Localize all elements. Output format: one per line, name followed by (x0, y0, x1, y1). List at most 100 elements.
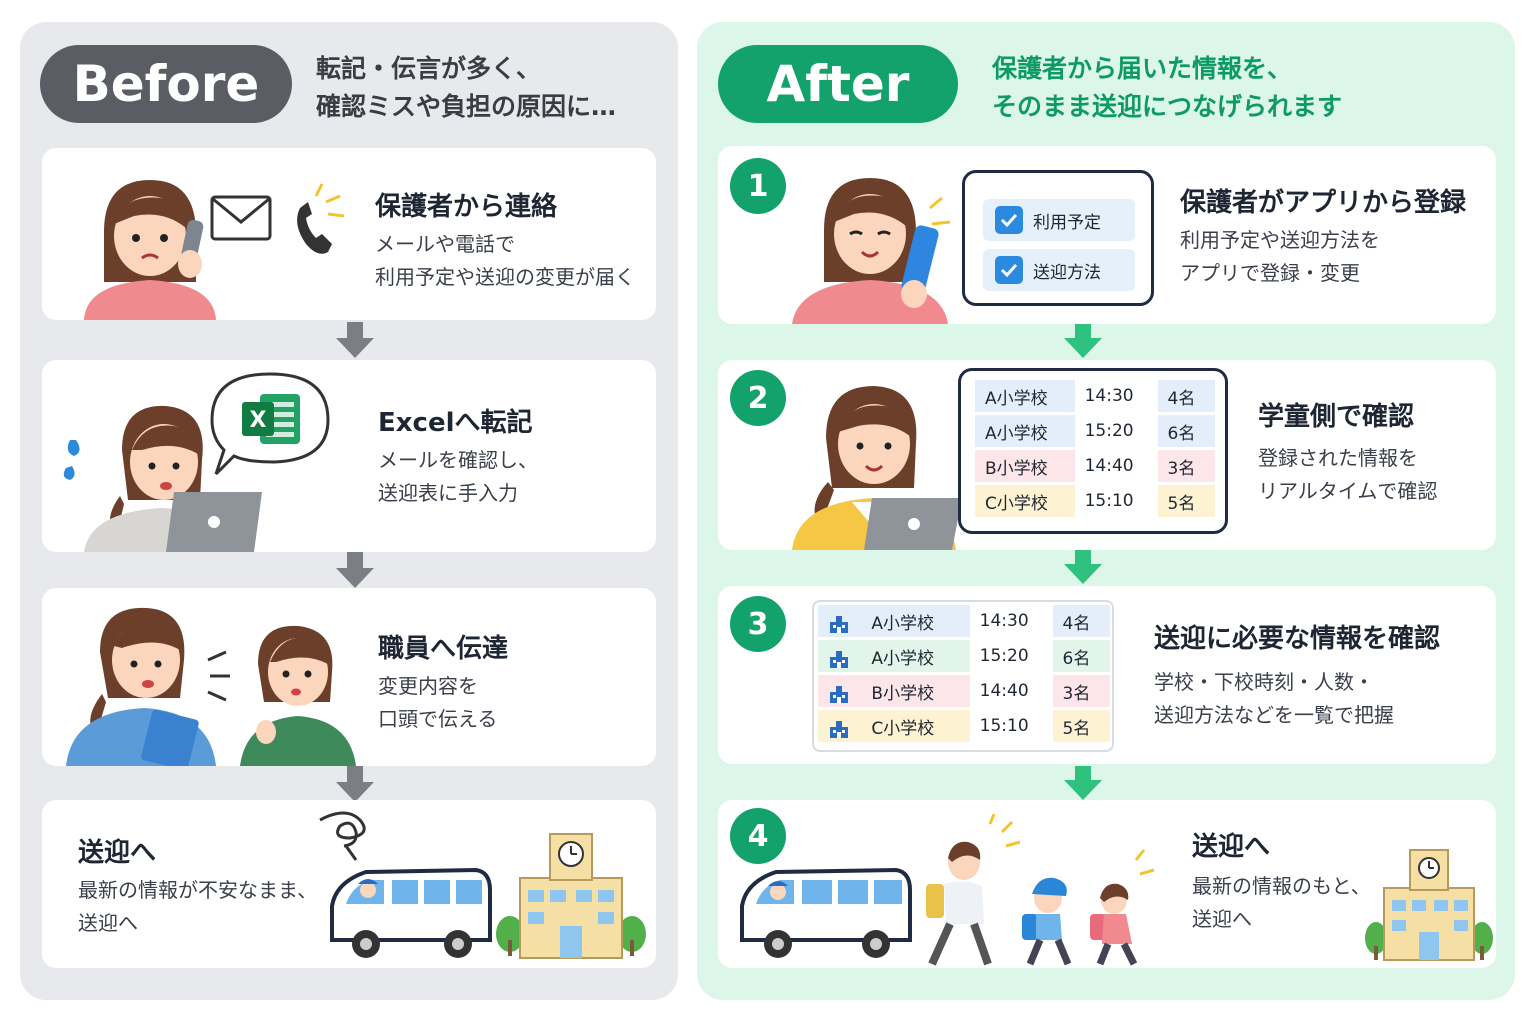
checklist-item[interactable]: 利用予定 (983, 199, 1135, 241)
step-number-badge: 4 (730, 808, 786, 864)
after-step-line: 登録された情報を (1258, 446, 1418, 470)
van-icon (330, 867, 492, 958)
before-headline-line: 転記・伝言が多く、 (316, 54, 542, 83)
van-icon (740, 867, 912, 958)
smiling-parent-phone-illustration (792, 178, 951, 324)
checklist-item[interactable]: 送迎方法 (983, 249, 1135, 291)
down-arrow-icon (1064, 766, 1102, 800)
schedule-row: A小学校 14:30 4名 (975, 380, 1215, 412)
step-number-badge: 1 (730, 158, 786, 214)
phone-icon (297, 183, 345, 254)
before-step-title: 職員へ伝達 (378, 634, 509, 664)
school-building-icon (1365, 849, 1493, 961)
schedule-bubble: A小学校 14:30 4名 A小学校 15:20 6名 B小学校 14:40 3… (958, 368, 1228, 534)
after-step-text: 登録された情報を リアルタイムで確認 (1258, 442, 1437, 508)
schedule-row: B小学校 14:40 3名 (818, 675, 1110, 707)
down-arrow-icon (336, 766, 374, 802)
before-step-title: Excelへ転記 (378, 408, 533, 438)
schedule-count: 3名 (1052, 675, 1110, 707)
schedule-list-box: A小学校 14:30 4名 A小学校 15:20 6名 B小学校 14:40 (812, 600, 1114, 752)
after-step-line: 学校・下校時刻・人数・ (1154, 670, 1374, 694)
after-step-title: 送迎へ (1192, 832, 1271, 862)
walking-children-illustration (926, 814, 1155, 966)
schedule-time: 14:40 (969, 675, 1053, 707)
after-step-line: アプリで登録・変更 (1180, 261, 1360, 285)
excel-icon: X (242, 394, 300, 444)
before-step-line: メールを確認し、 (378, 448, 538, 472)
before-badge: Before (40, 45, 292, 123)
after-badge: After (718, 45, 958, 123)
schedule-count: 4名 (1052, 605, 1110, 637)
schedule-table: A小学校 14:30 4名 A小学校 15:20 6名 B小学校 14:40 (818, 602, 1110, 745)
schedule-row: C小学校 15:10 5名 (818, 710, 1110, 742)
schedule-row: C小学校 15:10 5名 (975, 485, 1215, 517)
schedule-count: 6名 (1052, 640, 1110, 672)
staff-laptop-illustration (792, 386, 962, 550)
down-arrow-icon (1064, 324, 1102, 358)
schedule-row: B小学校 14:40 3名 (975, 450, 1215, 482)
checkbox-icon (995, 206, 1023, 234)
after-step-text: 利用予定や送迎方法を アプリで登録・変更 (1180, 224, 1380, 290)
before-step-card: 送迎へ 最新の情報が不安なまま、 送迎へ (42, 800, 656, 968)
school-building-icon (830, 615, 848, 633)
schedule-school: C小学校 (975, 485, 1075, 517)
schedule-school-cell: A小学校 (818, 605, 970, 637)
schedule-school: A小学校 (871, 613, 935, 634)
before-step-title: 送迎へ (78, 838, 157, 868)
before-step-title: 保護者から連絡 (375, 192, 558, 222)
school-building-icon (830, 685, 848, 703)
schedule-school: A小学校 (975, 380, 1075, 412)
envelope-icon (210, 195, 272, 241)
before-step-card: 職員へ伝達 変更内容を 口頭で伝える (42, 588, 656, 766)
before-step-text: メールを確認し、 送迎表に手入力 (378, 444, 538, 510)
schedule-school: B小学校 (871, 683, 935, 704)
schedule-time: 15:20 (969, 640, 1053, 672)
checklist-label: 利用予定 (1033, 212, 1101, 233)
schedule-time: 15:10 (1074, 485, 1158, 517)
before-step-line: 変更内容を (378, 674, 478, 698)
before-step-text: メールや電話で 利用予定や送迎の変更が届く (375, 228, 635, 294)
schedule-school-cell: A小学校 (818, 640, 970, 672)
after-step-text: 学校・下校時刻・人数・ 送迎方法などを一覧で把握 (1154, 666, 1394, 732)
after-step-line: 最新の情報のもと、 (1192, 874, 1371, 898)
app-checklist-bubble: 利用予定 送迎方法 (962, 170, 1154, 306)
worried-staff-laptop-illustration (63, 405, 262, 552)
schedule-school-cell: B小学校 (818, 675, 970, 707)
after-step-line: 利用予定や送迎方法を (1180, 228, 1380, 252)
after-step-card: 2 A小学校 14:30 4名 A小学校 15:20 6名 B小学校 14 (718, 360, 1496, 550)
school-building-icon (830, 650, 848, 668)
schedule-time: 14:30 (969, 605, 1053, 637)
schedule-table: A小学校 14:30 4名 A小学校 15:20 6名 B小学校 14:40 3… (975, 377, 1215, 520)
checklist-label: 送迎方法 (1033, 262, 1101, 283)
checkbox-icon (995, 256, 1023, 284)
staff-talking-illustration (66, 607, 356, 766)
schedule-time: 14:40 (1074, 450, 1158, 482)
before-step-card: X Excelへ転記 メールを確認し、 送迎表に手入力 (42, 360, 656, 552)
schedule-time: 15:10 (969, 710, 1053, 742)
svg-text:X: X (250, 408, 267, 433)
step-number-badge: 2 (730, 370, 786, 426)
before-step-line: 送迎表に手入力 (378, 481, 518, 505)
after-step-title: 送迎に必要な情報を確認 (1154, 624, 1441, 654)
school-building-icon (496, 833, 646, 959)
before-step-text: 変更内容を 口頭で伝える (378, 670, 497, 736)
schedule-time: 15:20 (1074, 415, 1158, 447)
after-step-card: 3 A小学校 14:30 4名 A小学校 15:20 6名 (718, 586, 1496, 764)
after-step-title: 学童側で確認 (1258, 402, 1415, 432)
schedule-count: 6名 (1157, 415, 1215, 447)
schedule-row: A小学校 14:30 4名 (818, 605, 1110, 637)
after-headline-line: そのまま送迎につなげられます (992, 92, 1343, 121)
before-step-line: 最新の情報が不安なまま、 (78, 878, 318, 902)
after-step-line: リアルタイムで確認 (1258, 479, 1438, 503)
after-step-title: 保護者がアプリから登録 (1180, 188, 1467, 218)
schedule-count: 5名 (1157, 485, 1215, 517)
schedule-row: A小学校 15:20 6名 (818, 640, 1110, 672)
after-headline: 保護者から届いた情報を、 そのまま送迎につなげられます (992, 50, 1342, 126)
before-step-line: 送迎へ (78, 911, 138, 935)
after-step-card: 1 利用予定 送迎方法 保護者がアプリから登録 利用予定や送迎方法を アプリで登… (718, 146, 1496, 324)
worried-woman-phone-illustration (84, 180, 216, 320)
after-step-card: 4 送迎へ 最新の情報のもと、 送迎へ (718, 800, 1496, 968)
schedule-school: A小学校 (871, 648, 935, 669)
before-headline: 転記・伝言が多く、 確認ミスや負担の原因に… (316, 50, 616, 126)
down-arrow-icon (336, 552, 374, 588)
